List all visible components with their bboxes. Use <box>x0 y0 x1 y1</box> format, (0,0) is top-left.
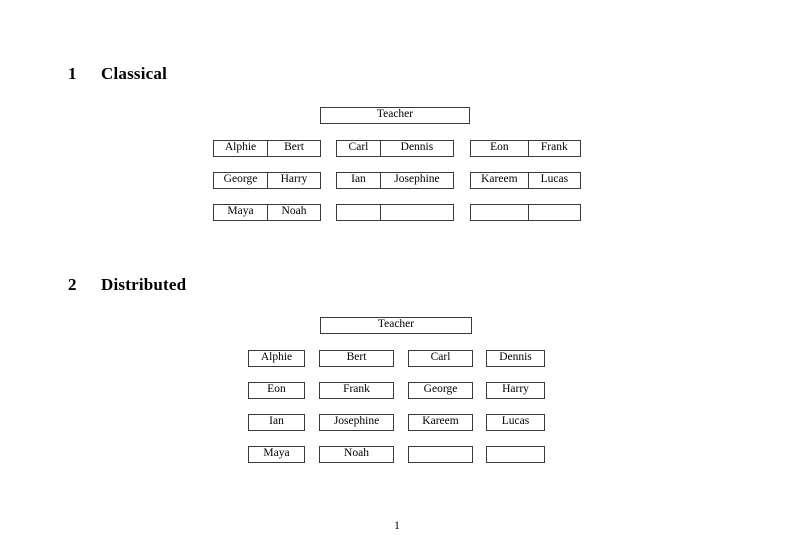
student-cell: Dennis <box>379 141 453 156</box>
student-cell <box>379 205 453 220</box>
student-cell: Alphie <box>224 141 257 154</box>
student-cell: Kareem <box>481 173 518 186</box>
student-box: Eon <box>248 382 305 399</box>
student-cell: Frank <box>527 141 580 156</box>
student-cell: Maya <box>227 205 254 218</box>
student-cell <box>409 447 472 462</box>
student-box: Josephine <box>319 414 394 431</box>
student-box-empty <box>486 446 545 463</box>
student-pair-box: Maya Noah <box>213 204 321 221</box>
teacher-box-classical: Teacher <box>320 107 470 124</box>
student-cell: Ian <box>269 415 284 428</box>
student-pair-box-empty <box>336 204 454 221</box>
student-cell: Eon <box>267 383 286 396</box>
student-cell: Lucas <box>501 415 530 428</box>
student-cell: Noah <box>344 447 369 460</box>
section-number: 1 <box>68 64 77 83</box>
student-box: Noah <box>319 446 394 463</box>
student-cell <box>487 447 544 462</box>
student-cell: Dennis <box>499 351 532 364</box>
student-cell: Kareem <box>422 415 459 428</box>
student-cell: Ian <box>351 173 366 186</box>
student-cell: Harry <box>502 383 529 396</box>
student-cell: Carl <box>430 351 451 364</box>
student-pair-box: Carl Dennis <box>336 140 454 157</box>
student-box: George <box>408 382 473 399</box>
student-cell: Lucas <box>527 173 580 188</box>
student-cell: Maya <box>263 447 290 460</box>
section-title: Distributed <box>101 275 187 294</box>
student-cell: Alphie <box>260 351 293 364</box>
section-number: 2 <box>68 275 77 294</box>
student-pair-box: Kareem Lucas <box>470 172 581 189</box>
student-pair-box-empty <box>470 204 581 221</box>
student-pair-box: Ian Josephine <box>336 172 454 189</box>
student-box: Alphie <box>248 350 305 367</box>
student-box: Harry <box>486 382 545 399</box>
student-box: Maya <box>248 446 305 463</box>
page-number: 1 <box>394 520 400 532</box>
student-cell: George <box>423 383 458 396</box>
student-cell: Carl <box>348 141 369 154</box>
student-cell: Noah <box>267 205 320 220</box>
student-cell: Harry <box>267 173 320 188</box>
student-cell <box>527 205 580 220</box>
student-box: Lucas <box>486 414 545 431</box>
student-pair-box: Eon Frank <box>470 140 581 157</box>
student-pair-box: Alphie Bert <box>213 140 321 157</box>
student-cell: Eon <box>490 141 509 154</box>
student-cell <box>471 205 528 220</box>
student-pair-box: George Harry <box>213 172 321 189</box>
student-box: Carl <box>408 350 473 367</box>
student-box: Dennis <box>486 350 545 367</box>
student-box: Kareem <box>408 414 473 431</box>
student-cell: Frank <box>343 383 370 396</box>
student-cell <box>337 205 380 220</box>
section-title: Classical <box>101 64 168 83</box>
teacher-label: Teacher <box>377 318 415 331</box>
student-cell: Bert <box>346 351 367 364</box>
teacher-box-distributed: Teacher <box>320 317 472 334</box>
student-cell: Josephine <box>379 173 453 188</box>
student-cell: Josephine <box>333 415 380 428</box>
student-cell: George <box>223 173 258 186</box>
teacher-label: Teacher <box>376 108 414 121</box>
student-box: Ian <box>248 414 305 431</box>
student-cell: Bert <box>267 141 320 156</box>
student-box: Frank <box>319 382 394 399</box>
student-box: Bert <box>319 350 394 367</box>
student-box-empty <box>408 446 473 463</box>
